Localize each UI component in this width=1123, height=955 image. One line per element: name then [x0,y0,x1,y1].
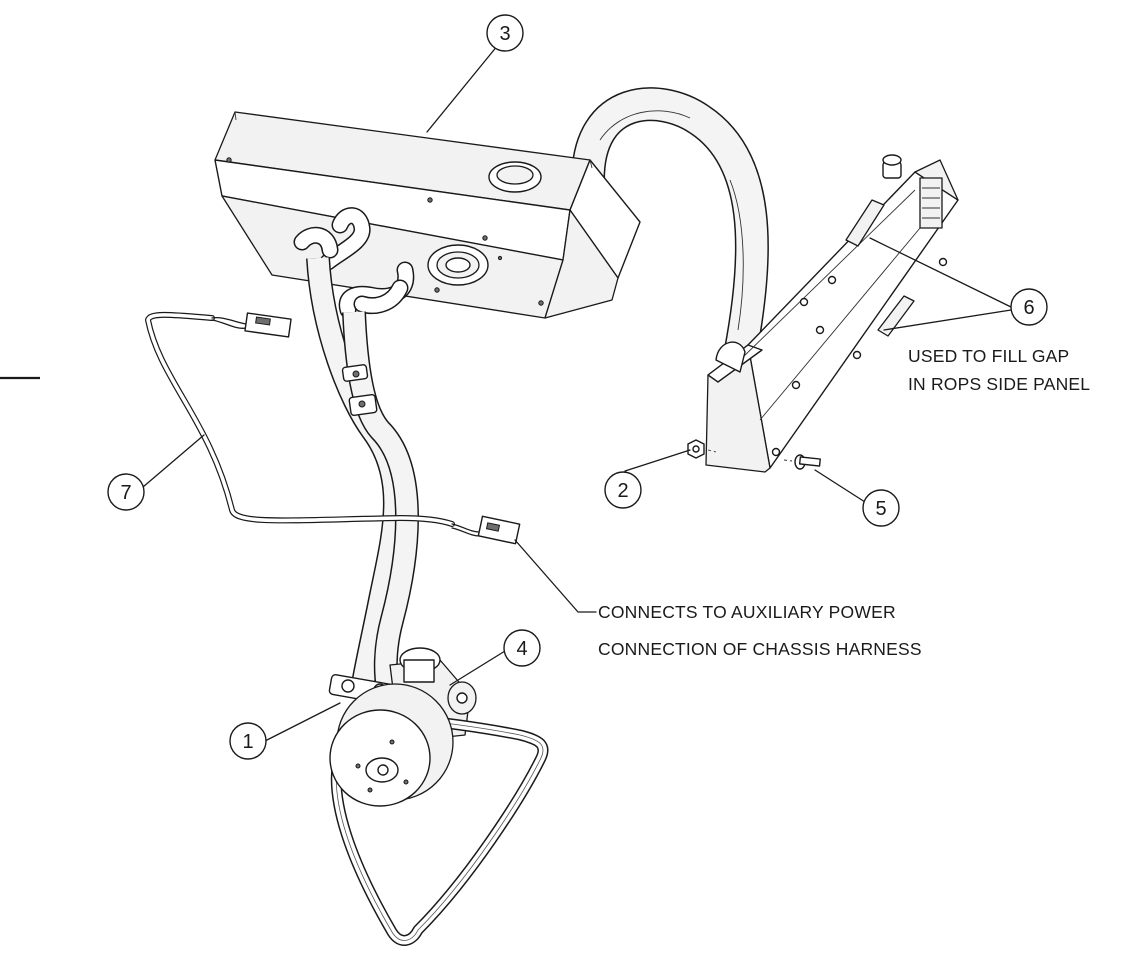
callout-2: 2 [604,471,642,509]
callout-5: 5 [862,489,900,527]
callout-3-label: 3 [499,23,510,45]
aux-note-line-1: CONNECTS TO AUXILIARY POWER [598,602,896,622]
leader-lines [142,44,1012,742]
drive-belt-part-1 [330,712,549,946]
rops-bracket-part-6 [705,154,959,473]
heater-hoses [293,207,419,693]
callout-1-label: 1 [242,731,253,753]
callout-6: 6 [1010,288,1048,326]
nut-part-2 [687,439,717,459]
callout-1: 1 [229,722,267,760]
callout-7-label: 7 [120,482,131,504]
callout-4-label: 4 [516,638,527,660]
callout-3: 3 [486,14,524,52]
aux-note-line-2: CONNECTION OF CHASSIS HARNESS [598,639,922,659]
callout-4: 4 [503,629,541,667]
rops-note-line-1: USED TO FILL GAP [908,346,1069,366]
bolt-part-5 [783,454,821,470]
callout-7: 7 [107,473,145,511]
heater-box-part-3 [214,111,641,319]
callout-6-label: 6 [1023,297,1034,319]
rops-note-line-2: IN ROPS SIDE PANEL [908,374,1090,394]
main-hose [571,87,769,359]
pump-pulley [329,683,454,807]
wire-harness-part-7 [144,311,521,545]
callout-2-label: 2 [617,480,628,502]
callout-5-label: 5 [875,498,886,520]
